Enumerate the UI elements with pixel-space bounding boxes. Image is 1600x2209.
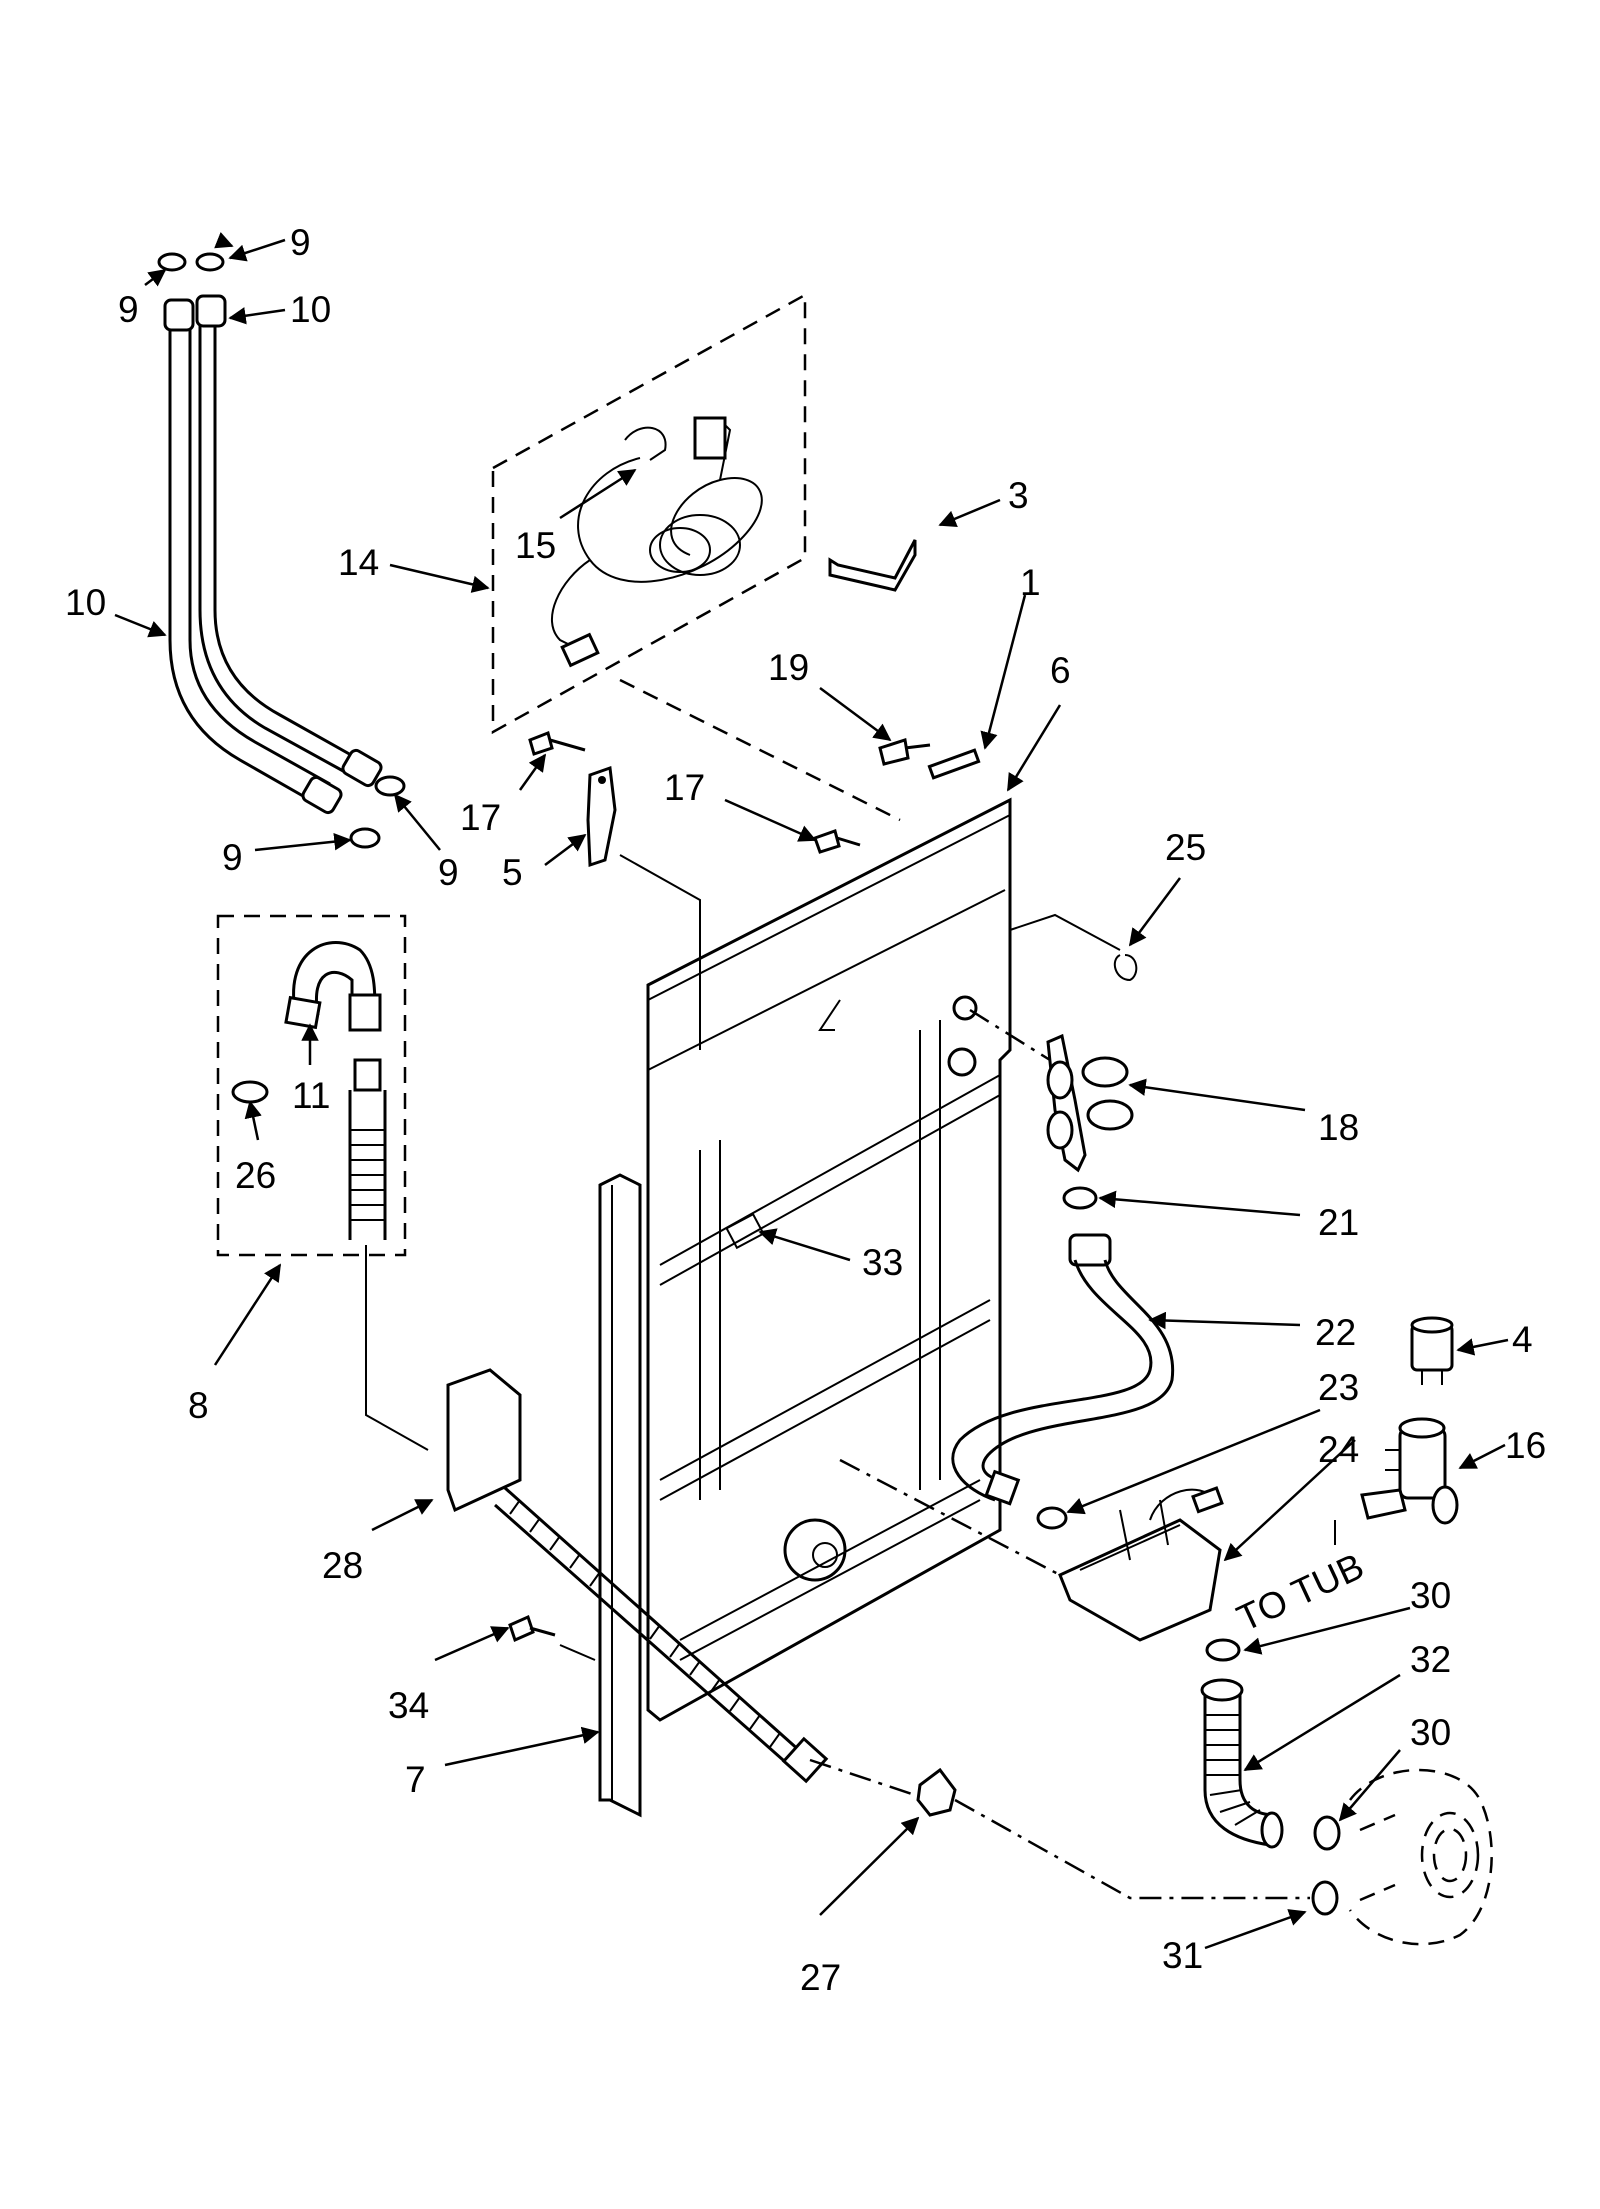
callout-27: 27 <box>800 1957 841 1998</box>
callout-9: 9 <box>118 289 139 330</box>
clamp-21 <box>1062 1186 1098 1210</box>
callout-9: 9 <box>290 222 311 263</box>
callout-30: 30 <box>1410 1575 1451 1616</box>
callout-3: 3 <box>1008 475 1029 516</box>
callout-10: 10 <box>65 582 106 623</box>
manifold-24 <box>1058 1486 1224 1642</box>
hose-27-long <box>494 1486 829 1784</box>
callout-25: 25 <box>1165 827 1206 868</box>
clamp-30a <box>1205 1638 1241 1662</box>
callout-16: 16 <box>1505 1425 1546 1466</box>
side-channel-7 <box>598 1173 642 1818</box>
callout-18: 18 <box>1318 1107 1359 1148</box>
hose-22 <box>951 1233 1175 1506</box>
callout-9: 9 <box>222 837 243 878</box>
callout-21: 21 <box>1318 1202 1359 1243</box>
clamp-30b <box>1313 1815 1341 1851</box>
callout-17: 17 <box>460 797 501 838</box>
screw-17a <box>528 730 586 756</box>
power-cord-kit <box>491 292 807 735</box>
clamp-23 <box>1036 1506 1068 1530</box>
callout-9: 9 <box>438 852 459 893</box>
callout-7: 7 <box>405 1759 426 1800</box>
clip-5 <box>586 765 617 868</box>
callout-15: 15 <box>515 525 556 566</box>
callout-10: 10 <box>290 289 331 330</box>
part-25 <box>1113 954 1138 982</box>
callout-17: 17 <box>664 767 705 808</box>
callout-33: 33 <box>862 1242 903 1283</box>
screw-17b <box>813 829 861 854</box>
clip-1 <box>927 748 981 780</box>
bracket-28 <box>446 1368 522 1513</box>
callout-32: 32 <box>1410 1639 1451 1680</box>
screw-34 <box>508 1614 556 1643</box>
clip5-leader <box>619 854 701 1050</box>
clamp-27 <box>916 1767 957 1817</box>
rear-panel <box>646 797 1012 1722</box>
callout-22: 22 <box>1315 1312 1356 1353</box>
callout-23: 23 <box>1318 1367 1359 1408</box>
callout-14: 14 <box>338 542 379 583</box>
callout-4: 4 <box>1512 1319 1533 1360</box>
part-4 <box>1410 1316 1454 1385</box>
callout-5: 5 <box>502 852 523 893</box>
callout-19: 19 <box>768 647 809 688</box>
callout-31: 31 <box>1162 1935 1203 1976</box>
leader-27 <box>809 1758 1310 1900</box>
callout-24: 24 <box>1318 1429 1359 1470</box>
callout-arrows <box>114 232 1509 1950</box>
callout-8: 8 <box>188 1385 209 1426</box>
callout-labels: 9 9 10 10 9 9 14 15 3 1 6 19 17 17 5 25 … <box>65 222 1546 1998</box>
callout-30: 30 <box>1410 1712 1451 1753</box>
water-valve-18 <box>1046 1033 1134 1173</box>
callout-34: 34 <box>388 1685 429 1726</box>
callout-6: 6 <box>1050 650 1071 691</box>
drain-leader <box>365 1245 429 1451</box>
screw-19 <box>878 738 931 766</box>
inlet-hoses <box>157 252 406 849</box>
callout-11: 11 <box>292 1075 330 1116</box>
bracket-3 <box>828 539 917 592</box>
callout-1: 1 <box>1020 562 1041 603</box>
cord-leader <box>619 678 901 822</box>
to-tub-label: TO TUB <box>1231 1545 1370 1639</box>
pump-housing-ghost <box>1348 1768 1493 1946</box>
callout-28: 28 <box>322 1545 363 1586</box>
valve-leader <box>969 1008 1051 1062</box>
callout-26: 26 <box>235 1155 276 1196</box>
pump-16 <box>1360 1417 1459 1525</box>
clamp-31 <box>1311 1880 1339 1916</box>
drain-hose-32 <box>1200 1678 1284 1849</box>
